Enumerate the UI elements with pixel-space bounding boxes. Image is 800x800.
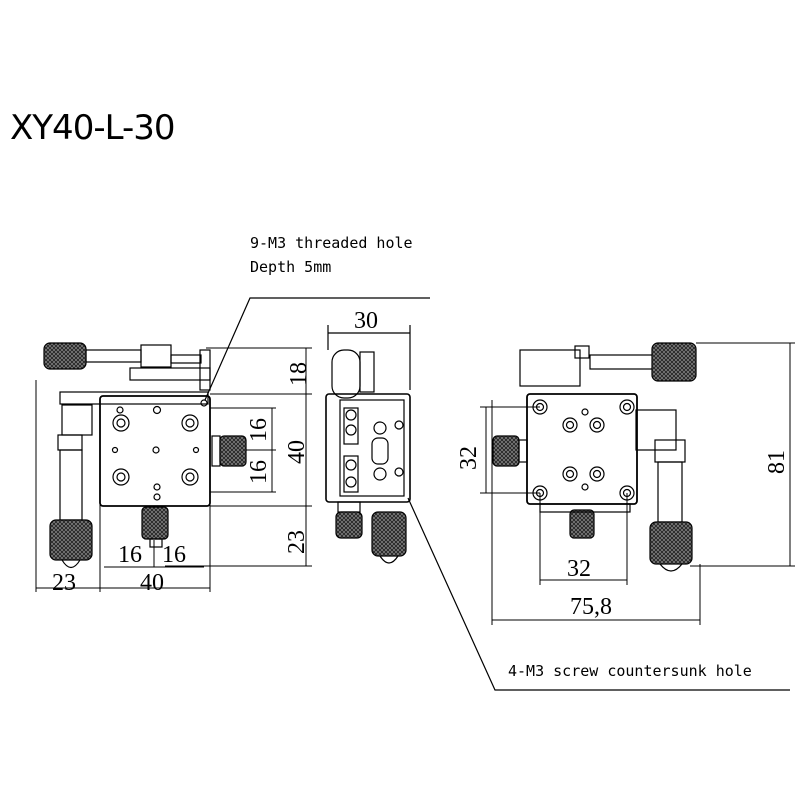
- bottom-knob-down: [569, 509, 595, 539]
- bottom-knob-left: [492, 435, 520, 467]
- countersunk-leader: [407, 497, 790, 691]
- micrometer-knob-top: [43, 342, 87, 370]
- x-knob: [219, 435, 247, 467]
- dim-left-x-a: 16: [118, 542, 142, 568]
- stage-plate: [99, 395, 211, 507]
- side-micrometer: [331, 349, 361, 399]
- y-knob: [141, 506, 169, 540]
- threaded-holes: [111, 399, 208, 501]
- dim-left-inner-a: 16: [246, 418, 272, 442]
- side-body: [325, 393, 411, 503]
- side-knob-a: [335, 511, 363, 539]
- dim-left-inner-b: 16: [246, 460, 272, 484]
- dim-right-total-h: 81: [764, 450, 790, 474]
- dim-right-hole-y: 32: [456, 446, 482, 470]
- side-view: [325, 325, 790, 691]
- drawing-title: XY40-L-30: [10, 108, 175, 148]
- countersunk-note: 4-M3 screw countersunk hole: [508, 662, 752, 680]
- dim-left-width: 40: [140, 570, 164, 596]
- top-view-dimensions: [35, 347, 312, 592]
- dim-left-top: 18: [286, 362, 312, 386]
- depth-note: Depth 5mm: [250, 258, 332, 276]
- bottom-view: [492, 342, 697, 572]
- threaded-hole-leader: [204, 297, 430, 401]
- micrometer-knob-left: [49, 519, 93, 561]
- dim-side-width: 30: [354, 308, 378, 334]
- bottom-micrometer-vertical: [649, 521, 693, 565]
- top-view: [43, 297, 430, 569]
- dim-right-hole-x: 32: [567, 556, 591, 582]
- bottom-micrometer-knob: [651, 342, 697, 382]
- dim-left-height: 40: [284, 440, 310, 464]
- dim-left-bottom: 23: [284, 530, 310, 554]
- dim-right-total-w: 75,8: [570, 594, 612, 620]
- bottom-view-dimensions: [480, 342, 795, 625]
- threaded-hole-note: 9-M3 threaded hole: [250, 234, 413, 252]
- side-knob-b: [371, 511, 407, 557]
- dim-left-x-b: 16: [162, 542, 186, 568]
- dim-left-offset: 23: [52, 570, 76, 596]
